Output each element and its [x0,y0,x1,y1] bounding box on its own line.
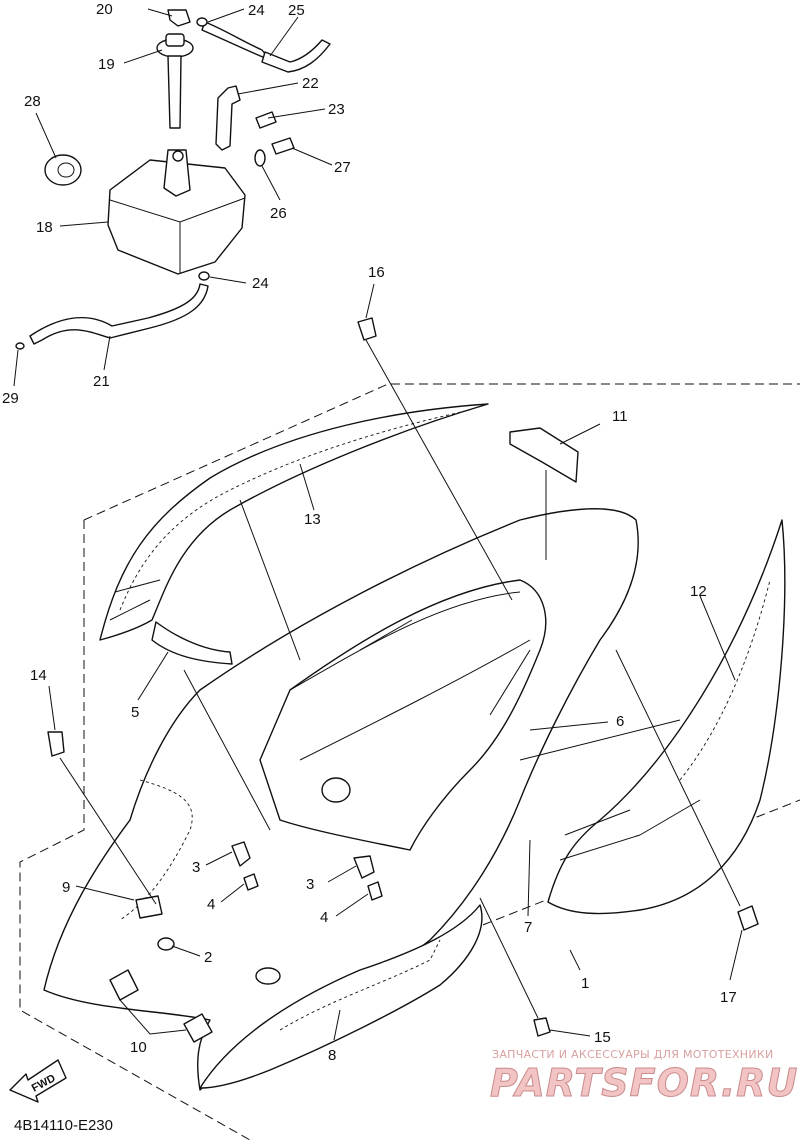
callout-14: 14 [30,667,47,684]
watermark: ЗАПЧАСТИ И АКСЕССУАРЫ ДЛЯ МОТОТЕХНИКИ PA… [490,1048,798,1106]
lock-hole [321,777,351,803]
callout-16: 16 [368,264,385,281]
fitting-20 [167,9,191,27]
callout-12: 12 [690,583,707,600]
rail-5 [151,621,233,665]
bolt-16 [357,317,377,341]
fasteners [47,317,759,1043]
clip-29 [15,342,25,350]
grommet-28 [44,154,82,186]
callout-9: 9 [62,879,70,896]
clip-24-bottom [198,271,210,281]
callout-27: 27 [334,159,351,176]
callout-18: 18 [36,219,53,236]
callout-3: 3 [306,876,314,893]
decal-12 [547,519,786,915]
leader-lines [13,8,743,1041]
bolt-27 [271,137,295,155]
callout-4: 4 [320,909,328,926]
callout-26: 26 [270,205,287,222]
damper-10b [183,1013,213,1043]
callout-7: 7 [524,919,532,936]
side-cover-13 [99,403,489,641]
tank-neck [163,149,191,197]
stay-9 [135,895,163,919]
callout-29: 29 [2,390,19,407]
callout-24: 24 [248,2,265,19]
callout-1: 1 [581,975,589,992]
callout-4: 4 [207,896,215,913]
pipe-19 [167,55,182,129]
watermark-brand: PARTSFOR.RU [490,1061,798,1105]
cap-19-top [165,33,185,47]
callout-28: 28 [24,93,41,110]
clip-24-top [196,17,208,27]
bolt-23 [255,111,277,129]
grommet-28-inner [57,162,75,178]
callout-17: 17 [720,989,737,1006]
callout-5: 5 [131,704,139,721]
washer-26 [254,149,266,167]
clip-17 [737,905,759,931]
callout-15: 15 [594,1029,611,1046]
hose-25 [201,21,271,61]
fwd-arrow: FWD [9,1059,67,1103]
callout-10: 10 [130,1039,147,1056]
callout-3: 3 [192,859,200,876]
nut-4b [367,881,383,901]
nut-4a [243,873,259,891]
fwd-arrow-icon [9,1059,67,1103]
hose-21 [29,283,209,345]
callout-labels: 20 24 25 19 22 23 28 27 26 18 24 16 21 2… [2,1,737,1064]
diagram-code: 4B14110-E230 [14,1117,113,1134]
callout-13: 13 [304,511,321,528]
tank-assembly [15,9,331,350]
callout-21: 21 [93,373,110,390]
bracket-22 [215,85,241,151]
callout-23: 23 [328,101,345,118]
callout-2: 2 [204,949,212,966]
grommet-3a [231,841,251,867]
tail-piece-8 [199,904,483,1089]
callout-25: 25 [288,2,305,19]
screw-15 [533,1017,551,1037]
damper-10a [109,969,139,1001]
washer-2 [157,937,175,951]
callout-22: 22 [302,75,319,92]
callout-20: 20 [96,1,113,18]
hose-25b [261,39,331,73]
emblem-11 [509,427,579,483]
callout-8: 8 [328,1047,336,1064]
rivet-14 [47,731,65,757]
watermark-tagline: ЗАПЧАСТИ И АКСЕССУАРЫ ДЛЯ МОТОТЕХНИКИ [492,1048,774,1061]
callout-11: 11 [612,408,628,425]
callout-6: 6 [616,713,624,730]
grommet-3b [353,855,375,879]
callout-24: 24 [252,275,269,292]
callout-19: 19 [98,56,115,73]
